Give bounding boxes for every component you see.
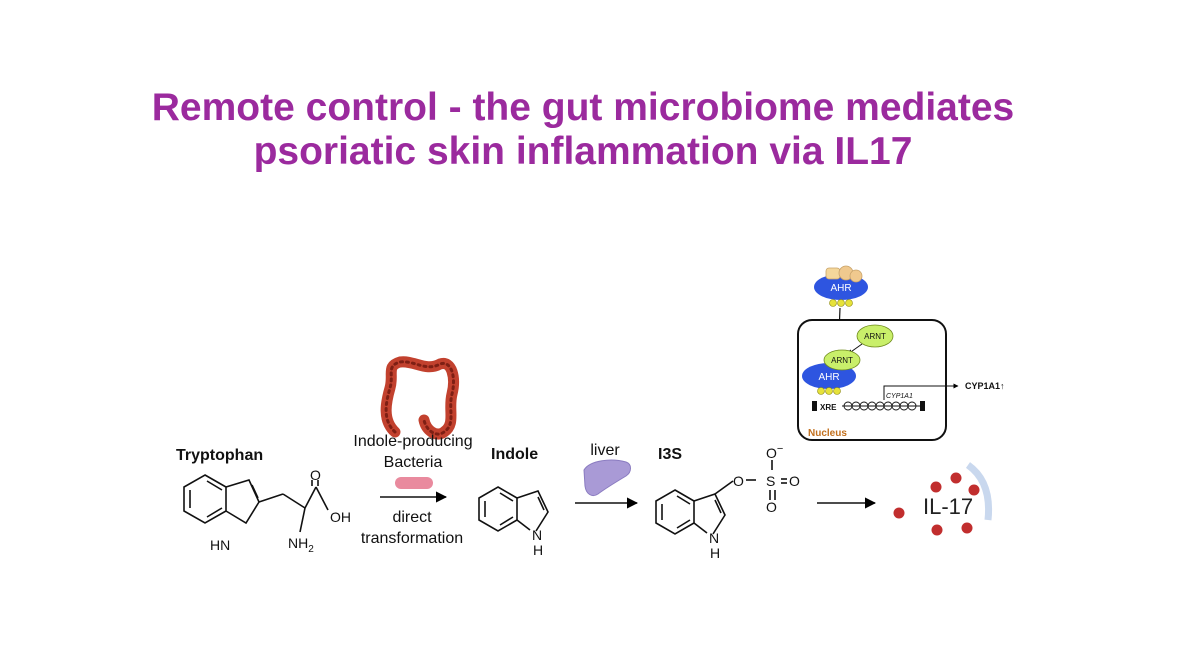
ahr-bound-label: AHR xyxy=(818,372,839,383)
i3s-n: N xyxy=(709,530,719,546)
indole-n: N xyxy=(532,527,542,543)
ahr-foot xyxy=(829,299,837,307)
indole-structure xyxy=(478,486,549,532)
i3s-o-left: O xyxy=(733,473,744,489)
dna-end xyxy=(920,401,925,411)
dna-strand xyxy=(842,401,920,411)
tryptophan-structure xyxy=(183,474,329,533)
ligand-shape xyxy=(849,269,863,283)
nucleus-label: Nucleus xyxy=(808,428,847,439)
arnt-free-shape xyxy=(856,324,894,348)
i3s-label: I3S xyxy=(658,446,682,463)
step-direct: direct xyxy=(392,509,432,526)
ahr-foot xyxy=(845,299,853,307)
ahr-foot xyxy=(817,387,825,395)
slide-title: Remote control - the gut microbiome medi… xyxy=(0,86,1166,174)
arrow-output xyxy=(883,383,959,400)
il17-dot xyxy=(893,507,905,519)
arnt-free-label: ARNT xyxy=(864,332,886,341)
arnt-bound-label: ARNT xyxy=(831,356,853,365)
colon-icon xyxy=(380,356,459,440)
cell-edge xyxy=(965,462,993,521)
bacterium-icon xyxy=(395,477,433,489)
liver-icon xyxy=(583,459,631,497)
il17-dot xyxy=(950,472,962,484)
i3s-o-minus: O− xyxy=(766,443,783,461)
indole-label: Indole xyxy=(491,446,538,463)
indole-h: H xyxy=(533,542,543,558)
xre-label: XRE xyxy=(820,403,837,412)
tryptophan-nh2: NH2 xyxy=(288,535,314,555)
ahr-foot xyxy=(837,299,845,307)
liver-label: liver xyxy=(590,442,620,459)
il17-dot xyxy=(930,481,942,493)
output-label: CYP1A1↑ xyxy=(965,381,1005,391)
tryptophan-hn: HN xyxy=(210,537,230,553)
gene-label: CYP1A1 xyxy=(886,393,913,400)
i3s-o-right: O xyxy=(789,473,800,489)
tryptophan-group: Tryptophan O OH HN NH2 xyxy=(176,447,351,555)
il17-dot xyxy=(968,484,980,496)
ligand-shape xyxy=(825,267,841,280)
il17-dot xyxy=(931,524,943,536)
i3s-h: H xyxy=(710,545,720,561)
tryptophan-oh: OH xyxy=(330,509,351,525)
il17-dot xyxy=(961,522,973,534)
i3s-o-bottom: O xyxy=(766,499,777,515)
ahr-inset: AHR Nucleus ARNT ARNT AHR XRE CYP1A1 xyxy=(797,265,1005,441)
tryptophan-o: O xyxy=(310,467,321,483)
ahr-foot xyxy=(825,387,833,395)
step-transformation: transformation xyxy=(361,530,463,547)
i3s-s: S xyxy=(766,473,775,489)
slide-title-line-2: psoriatic skin inflammation via IL17 xyxy=(253,130,913,173)
dna-end xyxy=(812,401,817,411)
nucleus-box xyxy=(797,319,947,441)
bacteria-line-1: Indole-producing xyxy=(353,433,472,450)
il17-label: IL-17 xyxy=(923,494,973,519)
ahr-foot xyxy=(833,387,841,395)
bacteria-line-2: Bacteria xyxy=(384,454,443,471)
slide-title-line-1: Remote control - the gut microbiome medi… xyxy=(151,86,1015,129)
arnt-bound-shape xyxy=(823,349,861,371)
tryptophan-label: Tryptophan xyxy=(176,447,263,464)
i3s-structure xyxy=(655,460,787,535)
ahr-top-label: AHR xyxy=(830,283,851,294)
il17-group: IL-17 xyxy=(893,462,993,536)
